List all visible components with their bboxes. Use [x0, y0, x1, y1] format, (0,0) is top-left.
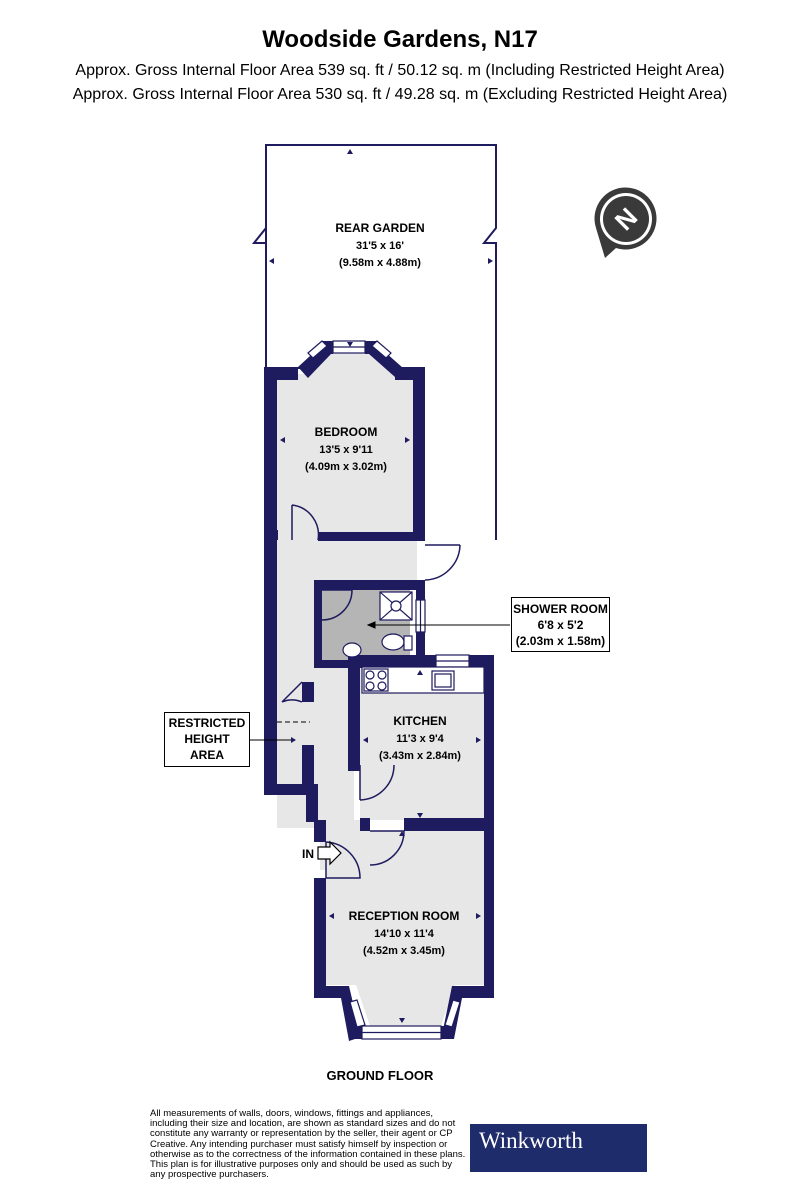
dimension-markers — [269, 149, 493, 1023]
garden-door — [424, 544, 461, 581]
reception-room-size-metric: (4.52m x 3.45m) — [363, 945, 445, 957]
bedroom-size-metric: (4.09m x 3.02m) — [305, 461, 387, 473]
brand-name: Winkworth — [479, 1128, 583, 1153]
restricted-line-1: RESTRICTED — [168, 716, 246, 730]
floor-label: GROUND FLOOR — [326, 1068, 434, 1083]
entrance-label: IN — [302, 847, 314, 861]
bedroom-bay-window-left — [307, 340, 328, 359]
restricted-line-3: AREA — [189, 748, 224, 762]
rear-garden — [251, 144, 497, 540]
bedroom-size-imperial: 13'5 x 9'11 — [319, 444, 373, 456]
rear-garden-size-imperial: 31'5 x 16' — [356, 240, 404, 252]
north-arrow-icon: N — [594, 187, 657, 258]
shower-room-size-imperial: 6'8 x 5'2 — [537, 618, 584, 632]
winkworth-logo: Winkworth — [470, 1124, 647, 1172]
reception-bay-window-right — [444, 999, 461, 1028]
reception-door — [369, 830, 405, 866]
plan-title: Woodside Gardens, N17 — [262, 26, 538, 53]
reception-room-name: RECEPTION ROOM — [349, 909, 460, 923]
restricted-door — [281, 681, 303, 703]
room-labels: REAR GARDEN 31'5 x 16' (9.58m x 4.88m) B… — [305, 221, 461, 957]
bedroom-bay-window-right — [371, 340, 392, 359]
entrance-arrow-icon — [317, 840, 342, 866]
bedroom-door — [291, 504, 320, 541]
disclaimer: All measurements of walls, doors, window… — [150, 1108, 466, 1181]
rear-garden-name: REAR GARDEN — [335, 221, 424, 235]
restricted-height-callout: RESTRICTED HEIGHT AREA — [164, 712, 250, 767]
rear-garden-size-metric: (9.58m x 4.88m) — [339, 257, 421, 269]
walls — [264, 341, 494, 1041]
kitchen-size-imperial: 11'3 x 9'4 — [396, 733, 444, 745]
floor-area-excluding: Approx. Gross Internal Floor Area 530 sq… — [72, 86, 728, 103]
toilet-icon — [381, 633, 405, 651]
reception-room-size-imperial: 14'10 x 11'4 — [374, 928, 435, 940]
shower-room-callout: SHOWER ROOM 6'8 x 5'2 (2.03m x 1.58m) — [511, 597, 610, 652]
restricted-line-2: HEIGHT — [184, 732, 230, 746]
kitchen-name: KITCHEN — [393, 714, 446, 728]
reception-bay-window-left — [349, 999, 366, 1028]
kitchen-size-metric: (3.43m x 2.84m) — [379, 750, 461, 762]
floor-area-including: Approx. Gross Internal Floor Area 539 sq… — [75, 62, 725, 79]
callout-leaders — [250, 621, 510, 741]
kitchen-door — [359, 764, 395, 801]
bedroom-name: BEDROOM — [315, 425, 378, 439]
shower-room-size-metric: (2.03m x 1.58m) — [515, 634, 606, 648]
fixtures — [342, 591, 485, 694]
sink-icon — [342, 642, 362, 658]
windows — [307, 340, 470, 1040]
shower-door — [321, 589, 353, 621]
shower-room-name: SHOWER ROOM — [513, 602, 608, 616]
